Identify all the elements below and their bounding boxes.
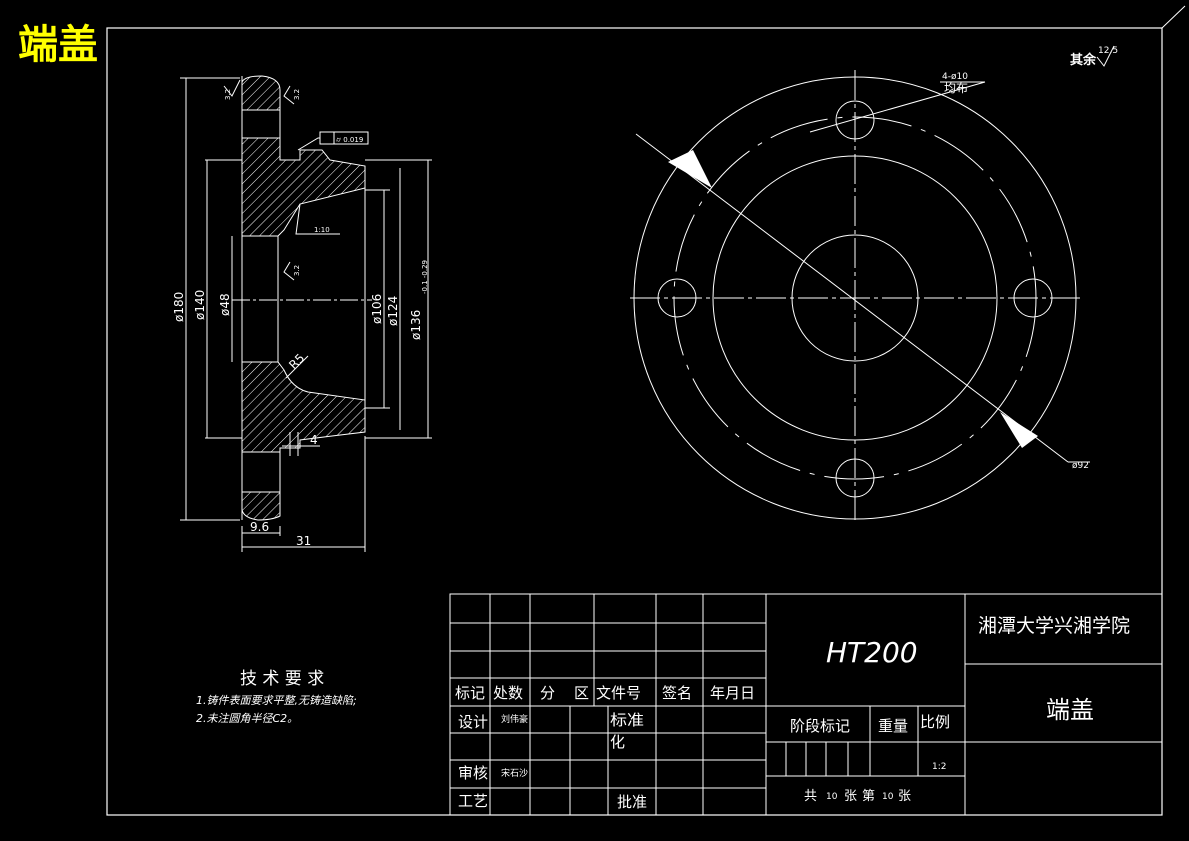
dim-d106: ø106: [370, 294, 384, 324]
dim-d124: ø124: [386, 296, 400, 326]
roughness-mark-1-icon: [223, 79, 241, 97]
roughness-mark-2-icon: [283, 85, 295, 105]
sheet-unit: 张: [844, 789, 857, 804]
r5-leader: [285, 355, 309, 379]
title-block-text: HT200 湘潭大学兴湘学院 端盖 标记 处数 分 区 文件号 签名 年月日 设…: [455, 615, 1130, 811]
tolerance-frame: [319, 131, 369, 145]
tolerance-value: ⌭ 0.019: [336, 136, 363, 144]
dim-d140: ø140: [193, 290, 207, 320]
taper-leader: [295, 203, 340, 235]
scale-label: 比例: [920, 713, 950, 731]
pcd-arrow-bottom-icon: [1000, 412, 1038, 448]
standard-label-1: 标准: [610, 711, 644, 729]
section-view: [180, 75, 432, 552]
hdr-zone: 区: [574, 684, 589, 702]
pcd-arrow-top-icon: [668, 150, 712, 188]
hdr-count: 处数: [493, 684, 523, 702]
flange-top-boss: [241, 75, 281, 111]
surface-finish-label: 其余: [1070, 52, 1097, 68]
sheet-unit-2: 张: [898, 789, 911, 804]
scale-value: 1:2: [932, 762, 946, 772]
review-label: 审核: [458, 764, 488, 782]
standard-label-2: 化: [610, 733, 625, 751]
upper-body-section: [241, 137, 366, 237]
dim-d136-tolerance: -0.1 -0.29: [421, 260, 429, 294]
tech-req-item-2: 2.未注圆角半径C2。: [196, 712, 298, 725]
flange-hole-top: [241, 109, 281, 139]
dim-r5: R5: [286, 351, 307, 372]
sheet-no: 10: [882, 792, 894, 802]
stage-label: 阶段标记: [790, 717, 850, 735]
roughness-3: 3.2: [293, 265, 301, 276]
dim-taper: 1:10: [314, 226, 330, 234]
roughness-mark-3-icon: [283, 261, 295, 281]
hole-leader: [809, 81, 986, 133]
title-block-grid: [449, 593, 1163, 816]
front-view: [630, 70, 1090, 522]
roughness-symbol-icon: [1096, 45, 1115, 67]
weight-label: 重量: [878, 717, 908, 735]
surface-finish-value: 12.5: [1098, 46, 1118, 56]
sheet-total-label: 共: [804, 789, 817, 804]
hdr-date: 年月日: [710, 684, 755, 702]
pcd-label: ø92: [1072, 461, 1089, 471]
dim-d48: ø48: [218, 293, 232, 316]
flange-bottom-boss: [241, 491, 281, 521]
roughness-2: 3.2: [293, 89, 301, 100]
tech-req-item-1: 1.铸件表面要求平整,无铸造缺陷;: [196, 694, 357, 707]
part-name: 端盖: [1046, 696, 1094, 724]
design-label: 设计: [458, 713, 488, 731]
hdr-mark: 标记: [455, 684, 485, 702]
process-label: 工艺: [458, 792, 488, 810]
sheet-no-label: 第: [862, 789, 875, 804]
pcd-dim-line: [635, 133, 1069, 463]
dim-w4: 4: [310, 433, 318, 447]
section-view-labels: ø180 ø140 ø48 ø106 ø124 ø136 -0.1 -0.29 …: [172, 89, 429, 548]
lower-body-section: [241, 361, 366, 453]
front-view-arrows: [668, 150, 1038, 448]
reviewer-name: 宋石沙: [501, 767, 528, 779]
holes-label: 4-ø10: [942, 72, 968, 82]
hdr-division: 分: [540, 684, 555, 702]
sheet-total: 10: [826, 792, 838, 802]
school-name: 湘潭大学兴湘学院: [978, 615, 1130, 637]
hdr-file-no: 文件号: [596, 684, 641, 702]
dim-d136: ø136: [409, 310, 423, 340]
technical-requirements: 技 术 要 求 1.铸件表面要求平整,无铸造缺陷; 2.未注圆角半径C2。: [196, 669, 357, 725]
page-title: 端盖: [18, 22, 98, 68]
roughness-1: 3.2: [224, 89, 232, 100]
border-corner-mark: [1161, 5, 1186, 29]
tech-req-title: 技 术 要 求: [240, 669, 324, 689]
flange-hole-bottom: [241, 451, 281, 493]
surface-finish-note: 其余 12.5: [1070, 45, 1118, 68]
dim-w96: 9.6: [250, 520, 269, 534]
dim-d180: ø180: [172, 292, 186, 322]
material-label: HT200: [826, 636, 918, 669]
holes-sublabel: 均布: [944, 81, 968, 95]
designer-name: 刘伟豪: [501, 713, 528, 725]
dim-w31: 31: [296, 534, 311, 548]
hdr-signature: 签名: [662, 684, 692, 702]
approve-label: 批准: [617, 793, 647, 811]
